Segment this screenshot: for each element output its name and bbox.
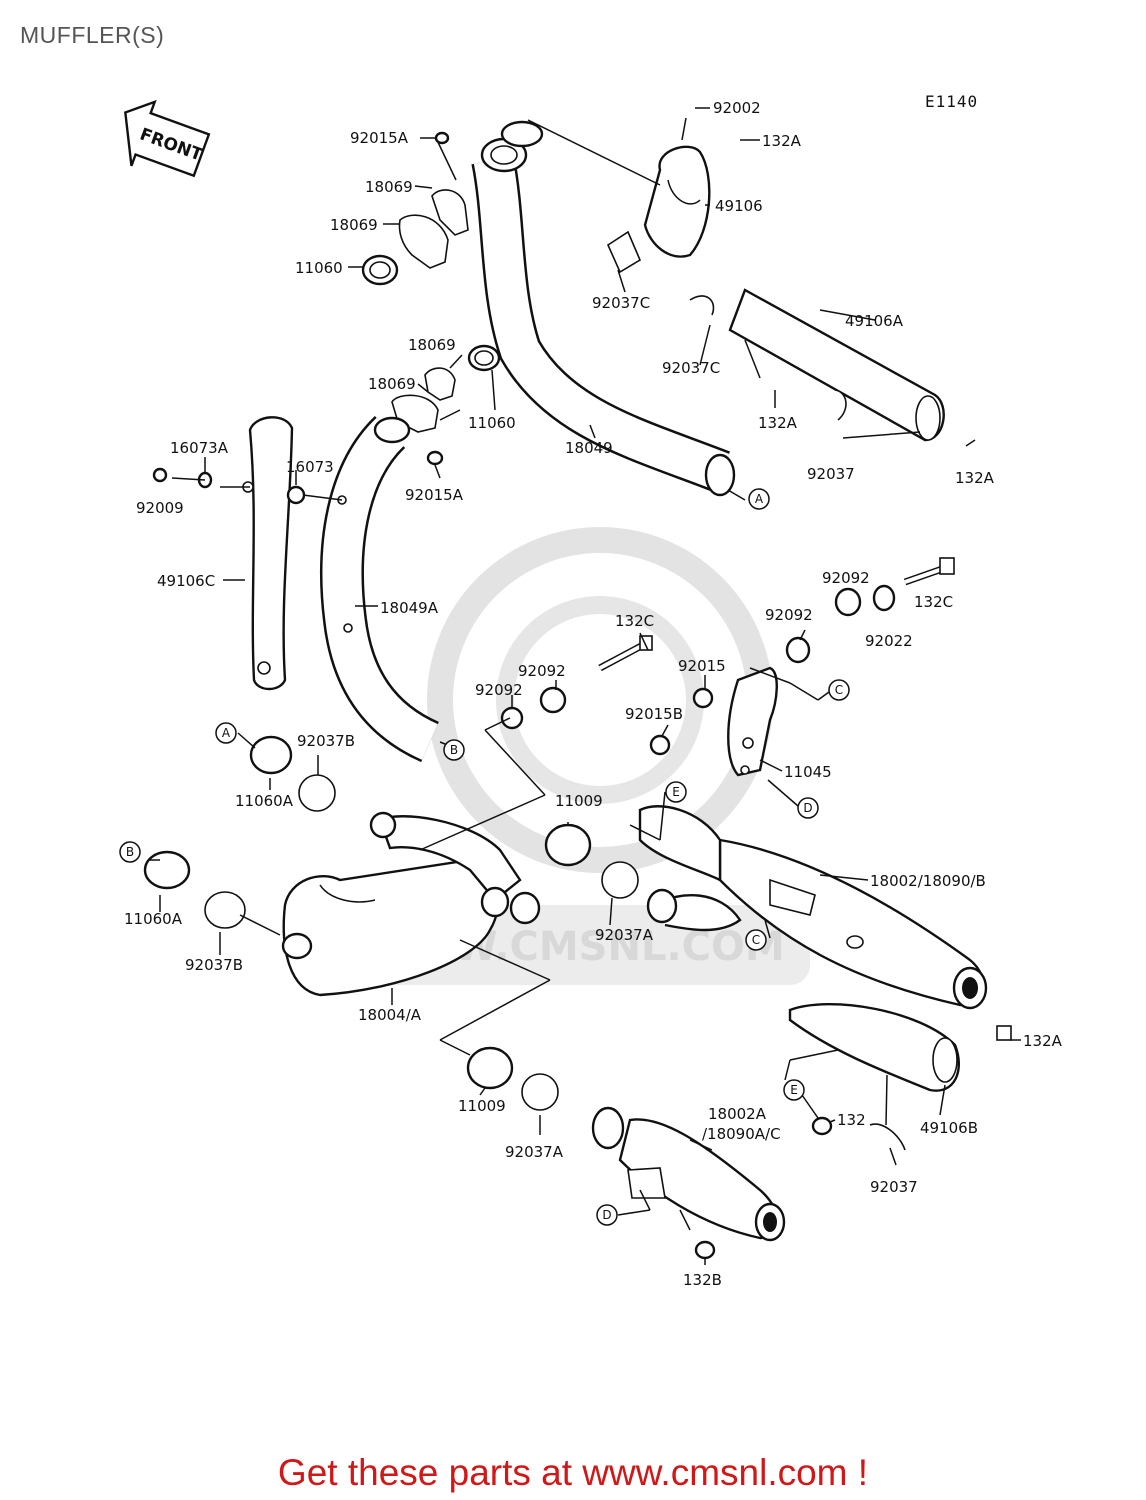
ref-marker-e-lower: E xyxy=(783,1079,805,1101)
label-92092: 92092 xyxy=(518,662,566,680)
front-arrow-icon: FRONT xyxy=(124,99,211,178)
label-18069: 18069 xyxy=(330,216,378,234)
heat-shield-49106a xyxy=(689,288,945,442)
flange-set-front xyxy=(361,131,469,286)
bracket-11045 xyxy=(727,666,778,777)
label-132a: 132A xyxy=(762,132,802,150)
label-49106b: 49106B xyxy=(920,1119,978,1137)
muffler-18002a xyxy=(591,1106,786,1260)
label-18004a: 18004/A xyxy=(358,1006,422,1024)
label-92092: 92092 xyxy=(475,681,523,699)
svg-text:B: B xyxy=(450,743,458,757)
label-132b: 132B xyxy=(683,1271,722,1289)
svg-text:E: E xyxy=(790,1083,798,1097)
label-92015a: 92015A xyxy=(405,486,464,504)
clamps-and-gaskets xyxy=(143,735,639,1111)
promo-link[interactable]: Get these parts at www.cmsnl.com ! xyxy=(277,1452,869,1493)
svg-text:A: A xyxy=(755,492,764,506)
label-132a: 132A xyxy=(758,414,798,432)
label-92037: 92037 xyxy=(870,1178,918,1196)
leader-lines xyxy=(148,107,1021,1265)
ref-marker-a: A xyxy=(748,488,770,510)
label-132a: 132A xyxy=(1023,1032,1063,1050)
label-11009: 11009 xyxy=(458,1097,506,1115)
label-11009: 11009 xyxy=(555,792,603,810)
svg-text:E: E xyxy=(672,785,680,799)
svg-text:C: C xyxy=(835,683,843,697)
label-18049a: 18049A xyxy=(380,599,439,617)
muffler-18002-18090b xyxy=(638,805,988,1010)
label-92037a: 92037A xyxy=(595,926,654,944)
label-18002a: 18002A xyxy=(708,1105,767,1123)
ref-marker-a-lower: A xyxy=(215,722,237,744)
mount-hardware-center xyxy=(500,557,955,756)
label-92015a: 92015A xyxy=(350,129,409,147)
label-49106a: 49106A xyxy=(845,312,904,330)
ref-marker-d: D xyxy=(797,797,819,819)
page-title: MUFFLER(S) xyxy=(20,22,165,48)
label-92037c: 92037C xyxy=(592,294,650,312)
label-11045: 11045 xyxy=(784,763,832,781)
ref-marker-d-lower: D xyxy=(596,1204,618,1226)
label-18069: 18069 xyxy=(368,375,416,393)
label-92092: 92092 xyxy=(765,606,813,624)
ref-marker-c: C xyxy=(828,679,850,701)
svg-text:A: A xyxy=(222,726,231,740)
heat-shield-49106c xyxy=(242,416,294,691)
label-92022: 92022 xyxy=(865,632,913,650)
label-16073a: 16073A xyxy=(170,439,229,457)
ref-marker-e: E xyxy=(665,781,687,803)
label-11060a: 11060A xyxy=(124,910,183,928)
label-92037a: 92037A xyxy=(505,1143,564,1161)
label-92015: 92015 xyxy=(678,657,726,675)
part-labels: 92002 132A 49106 92015A 18069 18069 1106… xyxy=(124,99,1063,1289)
label-18069: 18069 xyxy=(365,178,413,196)
label-132a: 132A xyxy=(955,469,995,487)
collector-18004a xyxy=(281,811,541,997)
ref-marker-b-lower: B xyxy=(119,841,141,863)
label-92037b: 92037B xyxy=(185,956,243,974)
label-92015b: 92015B xyxy=(625,705,683,723)
ref-marker-c-lower: C xyxy=(745,929,767,951)
label-18049: 18049 xyxy=(565,439,613,457)
label-18069: 18069 xyxy=(408,336,456,354)
ref-markers: A A B B C C D D E E xyxy=(119,488,850,1226)
label-92002: 92002 xyxy=(713,99,761,117)
label-92037b: 92037B xyxy=(297,732,355,750)
ref-marker-b: B xyxy=(443,739,465,761)
label-92037c: 92037C xyxy=(662,359,720,377)
label-92037: 92037 xyxy=(807,465,855,483)
label-11060: 11060 xyxy=(468,414,516,432)
label-49106: 49106 xyxy=(715,197,763,215)
exhaust-pipe-18049a xyxy=(320,416,440,763)
svg-text:B: B xyxy=(126,845,134,859)
drawing-code: E1140 xyxy=(925,92,978,111)
svg-text:D: D xyxy=(602,1208,611,1222)
label-11060a: 11060A xyxy=(235,792,294,810)
label-92009: 92009 xyxy=(136,499,184,517)
label-18090a-c: /18090A/C xyxy=(702,1125,781,1143)
label-11060: 11060 xyxy=(295,259,343,277)
label-132: 132 xyxy=(837,1111,866,1129)
heat-shield-49106b xyxy=(788,1003,1012,1151)
label-16073: 16073 xyxy=(286,458,334,476)
exhaust-pipe-18049 xyxy=(471,120,736,497)
label-92092: 92092 xyxy=(822,569,870,587)
svg-text:D: D xyxy=(803,801,812,815)
label-49106c: 49106C xyxy=(157,572,215,590)
svg-text:C: C xyxy=(752,933,760,947)
label-132c: 132C xyxy=(914,593,953,611)
flange-set-rear xyxy=(391,344,501,466)
label-18002-18090b: 18002/18090/B xyxy=(870,872,986,890)
heat-shield-49106 xyxy=(606,145,711,274)
label-132c: 132C xyxy=(615,612,654,630)
